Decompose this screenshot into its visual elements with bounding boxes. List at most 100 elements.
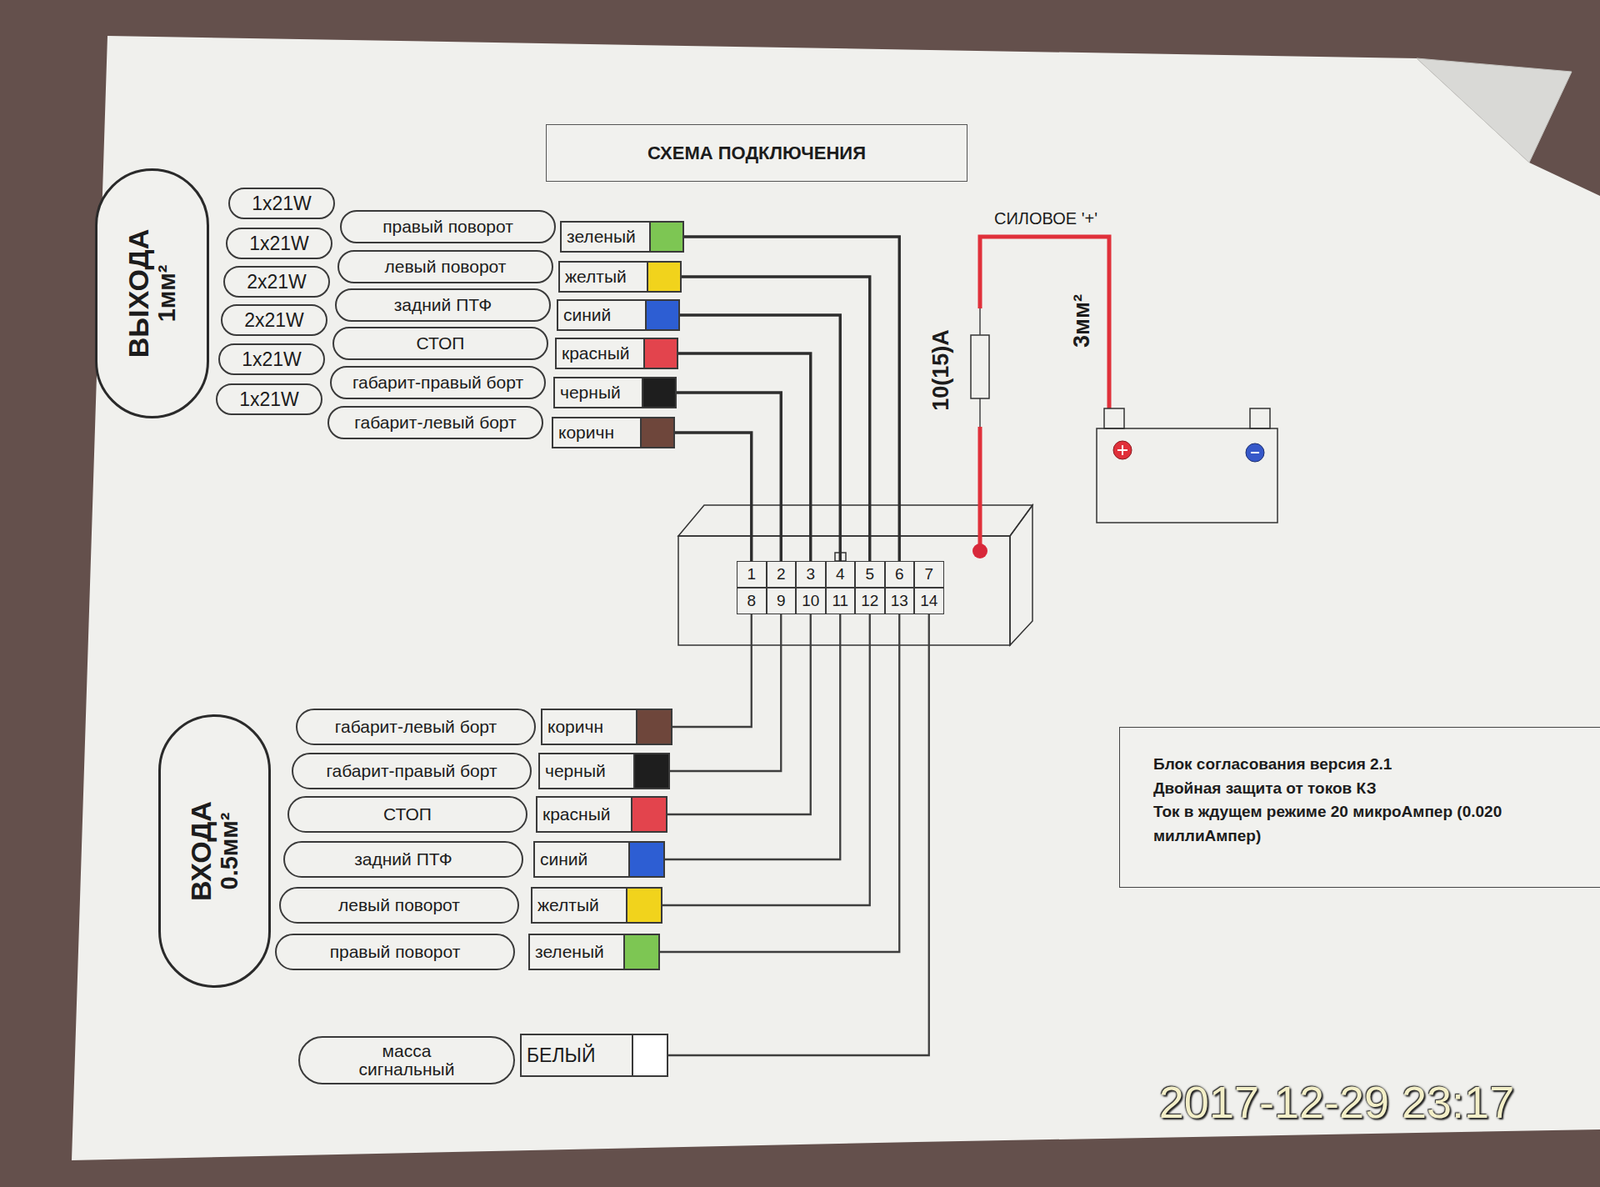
- pill-text: габарит-левый борт: [335, 716, 497, 737]
- fuse-lead: [979, 398, 981, 427]
- section-heading: ВЫХОДА: [123, 229, 155, 358]
- wire-color-box: желтый: [530, 886, 663, 924]
- wire-color-name: черный: [555, 382, 621, 403]
- pin-number: 10: [801, 591, 820, 610]
- wire-color-box: красный: [535, 795, 668, 833]
- wire-color-name: зеленый: [561, 226, 636, 247]
- wire-color-name: желтый: [532, 895, 600, 915]
- pill-text: левый поворот: [338, 895, 460, 915]
- pin-number: 2: [776, 565, 786, 584]
- pin-number: 1: [746, 565, 756, 584]
- signal-wire: [672, 614, 752, 727]
- plus-sign: [1117, 445, 1128, 455]
- color-swatch: [645, 300, 679, 330]
- lamp-pill: правый поворот: [275, 933, 515, 970]
- lamp-pill: 1x21W: [228, 187, 335, 220]
- lamp-pill: СТОП: [287, 795, 528, 833]
- wire-color-name: БЕЛЫЙ: [521, 1044, 595, 1067]
- power-terminal-dot: [972, 543, 988, 559]
- pin-number: 6: [895, 565, 905, 584]
- color-swatch: [649, 222, 683, 251]
- signal-wire: [684, 236, 900, 561]
- battery-terminal: [1250, 408, 1270, 429]
- paper-curl: [1416, 58, 1572, 163]
- lamp-pill: 1x21W: [218, 343, 325, 375]
- color-swatch: [625, 888, 661, 922]
- wire-color-name: коричн: [542, 716, 604, 737]
- connector-pin: 13: [885, 587, 915, 615]
- wire-color-box: черный: [553, 376, 677, 409]
- pill-text: задний ПТФ: [394, 295, 493, 315]
- pin-number: 8: [746, 591, 756, 610]
- housing-front: [678, 535, 1010, 645]
- lamp-pill: 1x21W: [215, 383, 323, 415]
- lamp-pill: габарит-левый борт: [295, 708, 536, 745]
- wire-color-name: коричн: [553, 422, 615, 443]
- pill-text: левый поворот: [385, 256, 507, 277]
- color-swatch: [623, 935, 659, 969]
- pin-number: 12: [860, 591, 879, 610]
- color-swatch: [631, 1035, 667, 1075]
- pin-number: 5: [865, 565, 875, 584]
- signal-wire: [662, 614, 870, 905]
- connector-pin: 3: [795, 560, 826, 588]
- signal-wire: [676, 392, 781, 561]
- signal-wire: [660, 614, 900, 952]
- pin-number: 13: [890, 591, 909, 610]
- color-swatch: [640, 418, 674, 447]
- wire-color-box: синий: [556, 299, 680, 331]
- wire-color-name: красный: [537, 804, 610, 825]
- lamp-pill: габарит-левый борт: [327, 405, 544, 440]
- minus-mark: [1245, 443, 1265, 462]
- connector-pin: 2: [766, 560, 797, 588]
- lamp-pill: 2x21W: [223, 265, 330, 298]
- lamp-pill: задний ПТФ: [335, 288, 551, 322]
- connector-pin: 12: [855, 587, 885, 615]
- wire-color-box: синий: [533, 840, 665, 878]
- pin-number: 3: [805, 565, 815, 584]
- pill-text: габарит-правый борт: [352, 372, 524, 393]
- signal-wire: [670, 614, 781, 771]
- paper-sheet: [71, 35, 1600, 1160]
- color-swatch: [646, 262, 680, 291]
- pin-number: 14: [920, 591, 938, 610]
- wire-color-box: коричн: [551, 416, 675, 449]
- section-heading: 0.5мм²: [216, 800, 244, 901]
- connector-pin: 5: [855, 560, 885, 588]
- lamp-pill: габарит-правый борт: [291, 752, 532, 790]
- pill-text: 1x21W: [239, 388, 300, 411]
- pill-text: масса сигнальный: [344, 1041, 470, 1079]
- lamp-pill: задний ПТФ: [283, 840, 524, 878]
- signal-wire: [667, 614, 811, 815]
- section-heading: 1мм²: [154, 229, 181, 358]
- signal-wire: [678, 353, 811, 561]
- lamp-pill: габарит-правый борт: [330, 365, 546, 400]
- pill-text: правый поворот: [330, 941, 461, 962]
- fuse-symbol: [970, 335, 990, 399]
- note-box: Блок согласования версия 2.1Двойная защи…: [1119, 726, 1600, 888]
- power-wire: [978, 426, 983, 551]
- minus-sign: [1250, 451, 1260, 454]
- connector-pin: 14: [914, 587, 945, 615]
- power-wire: [980, 236, 1110, 409]
- wire-section: 3мм²: [1069, 294, 1095, 348]
- section-oval: ВХОДА0.5мм²: [158, 714, 271, 988]
- wire-color-name: желтый: [560, 266, 627, 287]
- wire-color-name: синий: [558, 305, 611, 325]
- plus-mark: [1113, 440, 1132, 460]
- fuse-rating: 10(15)А: [928, 329, 955, 411]
- pill-text: габарит-левый борт: [354, 412, 516, 433]
- connector-pin: 10: [795, 587, 826, 615]
- note-line: Блок согласования версия 2.1: [1153, 752, 1520, 777]
- photo-timestamp: 2017-12-29 23:17: [1159, 1075, 1515, 1128]
- battery-body: [1096, 428, 1278, 523]
- signal-wire: [680, 315, 840, 561]
- pill-text: СТОП: [383, 804, 432, 825]
- color-swatch: [633, 754, 669, 788]
- lamp-pill: левый поворот: [279, 886, 520, 924]
- connector-pin: 8: [736, 587, 767, 615]
- connector-pin: 7: [914, 560, 945, 588]
- note-line: Ток в ждущем режиме 20 микроАмпер (0.020…: [1153, 800, 1520, 848]
- wire-color-box: зеленый: [528, 933, 660, 970]
- pin-number: 11: [831, 591, 849, 610]
